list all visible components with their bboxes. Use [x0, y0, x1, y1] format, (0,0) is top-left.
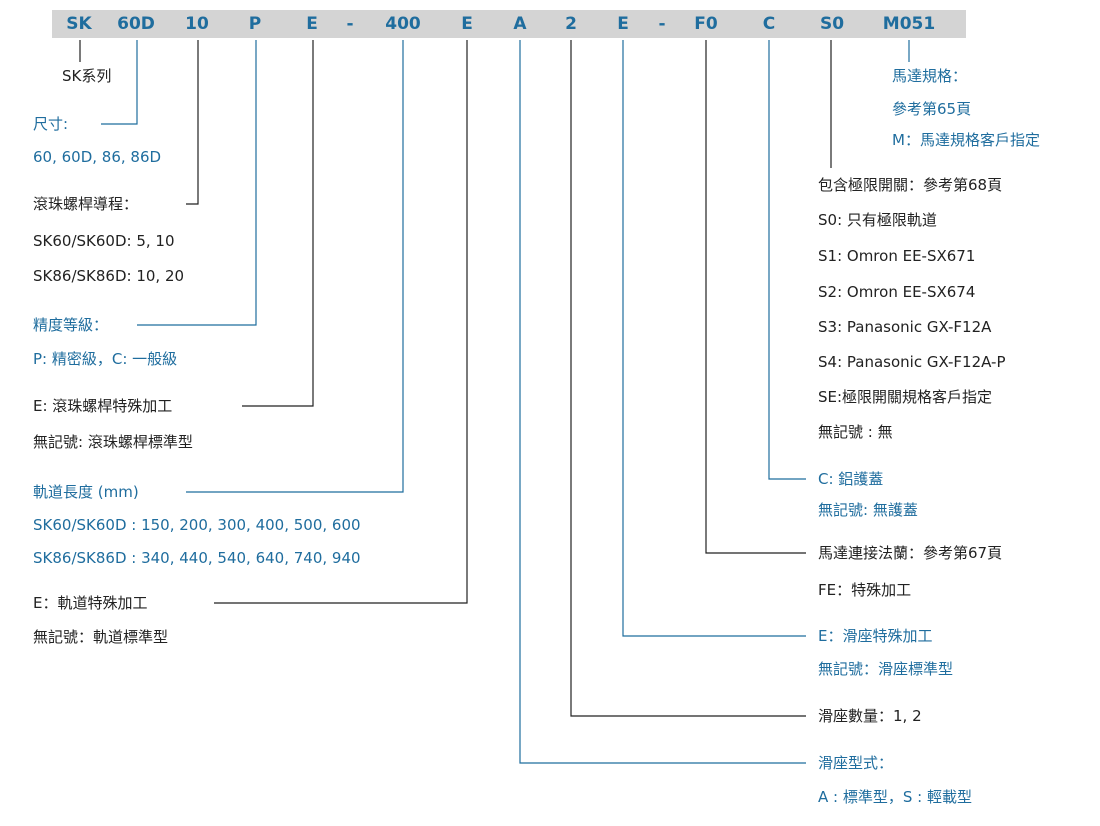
label-lead-title: 滾珠螺桿導程： [33, 195, 139, 213]
label-slider-type-title: 滑座型式： [818, 754, 894, 772]
label-rail-standard: 無記號：軌道標準型 [33, 628, 169, 646]
code-seg-slider-special: E [617, 14, 629, 34]
label-limit-title: 包含極限開關：參考第68頁 [818, 176, 1003, 194]
label-slider-standard: 無記號：滑座標準型 [818, 660, 954, 678]
code-seg-slider-type: A [513, 14, 527, 34]
label-rail-special: E：軌道特殊加工 [33, 594, 148, 612]
label-screw-standard: 無記號: 滾珠螺桿標準型 [33, 433, 193, 451]
code-seg-slider-qty: 2 [565, 14, 577, 34]
label-limit-s4: S4: Panasonic GX-F12A-P [818, 353, 1006, 371]
label-size-values: 60, 60D, 86, 86D [33, 148, 162, 166]
label-slider-type-values: A : 標準型，S : 輕載型 [818, 788, 972, 806]
leader-cover [768, 40, 806, 480]
code-seg-dash-2: - [658, 14, 666, 34]
label-limit-none: 無記號 : 無 [818, 423, 893, 441]
code-seg-series: SK [66, 14, 92, 34]
code-seg-rail-length: 400 [385, 14, 421, 34]
label-limit-se: SE:極限開關規格客戶指定 [818, 388, 993, 406]
code-seg-cover: C [762, 14, 776, 34]
label-motor-spec-custom: M：馬達規格客戶指定 [892, 131, 1040, 149]
label-motor-spec-ref: 參考第65頁 [892, 100, 972, 118]
code-seg-size: 60D [117, 14, 155, 34]
label-motor-spec-title: 馬達規格： [892, 67, 968, 85]
code-seg-rail-special: E [461, 14, 473, 34]
leader-slider-qty [570, 40, 806, 717]
label-flange-title: 馬達連接法蘭：參考第67頁 [818, 544, 1003, 562]
leader-precision [137, 40, 257, 326]
leader-slider-type [519, 40, 806, 764]
label-precision-values: P: 精密級，C: 一般級 [33, 350, 178, 368]
label-flange-special: FE：特殊加工 [818, 581, 912, 599]
leader-screw-special [242, 40, 314, 407]
label-rail-length-title: 軌道長度 (mm) [33, 483, 139, 501]
code-seg-dash-1: - [346, 14, 354, 34]
code-seg-limit-switch: S0 [819, 14, 845, 34]
code-seg-screw-special: E [306, 14, 318, 34]
label-rail-length-sk60: SK60/SK60D : 150, 200, 300, 400, 500, 60… [33, 516, 361, 534]
label-cover-title: C: 鋁護蓋 [818, 470, 884, 488]
part-code-bar [52, 10, 966, 38]
label-size-title: 尺寸: [33, 115, 69, 133]
leader-flange [705, 40, 806, 554]
code-seg-precision: P [248, 14, 262, 34]
code-seg-motor-spec: M051 [882, 14, 936, 34]
label-limit-s3: S3: Panasonic GX-F12A [818, 318, 992, 336]
label-precision-title: 精度等級： [33, 316, 109, 334]
label-cover-none: 無記號: 無護蓋 [818, 501, 918, 519]
label-limit-s1: S1: Omron EE-SX671 [818, 247, 976, 265]
label-lead-sk60: SK60/SK60D: 5, 10 [33, 232, 175, 250]
label-lead-sk86: SK86/SK86D: 10, 20 [33, 267, 185, 285]
label-slider-qty: 滑座數量：1, 2 [818, 707, 922, 725]
code-seg-lead: 10 [185, 14, 209, 34]
leader-rail-special [214, 40, 468, 604]
label-slider-special: E：滑座特殊加工 [818, 627, 933, 645]
leader-slider-special [622, 40, 806, 637]
label-limit-s2: S2: Omron EE-SX674 [818, 283, 976, 301]
label-series: SK系列 [62, 67, 112, 85]
label-limit-s0: S0: 只有極限軌道 [818, 211, 937, 229]
leader-lead [186, 40, 199, 205]
label-screw-special: E: 滾珠螺桿特殊加工 [33, 397, 173, 415]
leader-size [101, 40, 138, 125]
code-seg-flange: F0 [694, 14, 718, 34]
leader-rail-length [186, 40, 404, 493]
label-rail-length-sk86: SK86/SK86D : 340, 440, 540, 640, 740, 94… [33, 549, 361, 567]
